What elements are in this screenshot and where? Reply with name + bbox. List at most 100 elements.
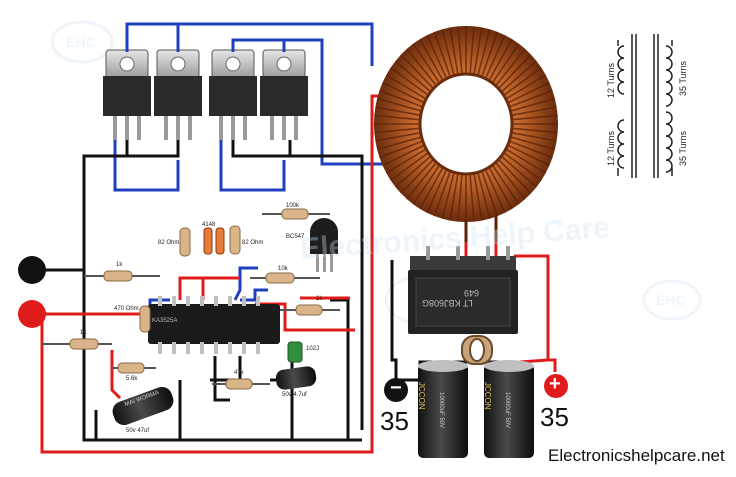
cap-main-rating-2: 10000uF 50V	[504, 392, 510, 429]
toroid-winding-line	[375, 131, 421, 142]
cap-102j-label: 102J	[306, 346, 320, 352]
toroid-winding-line	[433, 31, 452, 78]
cap-main-brand-2: JCCON	[483, 382, 492, 410]
toroid-winding-line	[457, 173, 463, 222]
toroid-winding-line	[419, 166, 444, 210]
diode-4148-label: 4148	[202, 222, 216, 228]
cap-main-rating-1: 10000uF 50V	[438, 392, 444, 429]
toroid-winding-line	[457, 26, 463, 75]
toroid-winding-line	[426, 168, 448, 214]
toroid-winding-line	[374, 114, 421, 121]
primary-top-turns-label: 12 Turns	[606, 62, 616, 98]
toroid-winding-line	[494, 161, 526, 200]
resistor-100k-label: 100k	[286, 203, 300, 209]
toroid-winding-line	[469, 173, 475, 222]
toroid-winding-line	[382, 144, 425, 167]
toroid-winding-line	[433, 170, 452, 217]
watermark-logos	[50, 20, 702, 325]
coil-path	[665, 45, 673, 107]
coil-path	[617, 119, 625, 169]
toroid-winding-line	[374, 127, 421, 134]
ic-label: KA3525A	[152, 318, 178, 324]
toroid-winding-line	[510, 97, 556, 112]
mosfets	[103, 49, 308, 140]
toroid-winding-line	[400, 54, 435, 90]
bridge-code: 649	[464, 288, 480, 298]
toroid-winding-line	[469, 26, 475, 75]
toroid-winding-line	[394, 60, 432, 93]
toroid-winding-line	[477, 29, 491, 76]
small-capacitors	[112, 341, 317, 426]
negative-symbol: −	[390, 377, 402, 399]
toroid-winding-line	[406, 161, 438, 200]
bridge-label: LT KBJ608G	[422, 298, 473, 308]
output-terminals	[384, 374, 568, 402]
toroid-winding-line	[511, 114, 558, 121]
toroid-winding-line	[510, 136, 556, 151]
toroid-winding-line	[449, 27, 459, 75]
toroid-winding-line	[500, 60, 538, 93]
toroid-winding-line	[497, 158, 532, 194]
toroid-winding-line	[507, 144, 550, 167]
cap-4-7uf-label: 50v 4.7uf	[282, 392, 307, 398]
positive-symbol: +	[549, 373, 561, 395]
cap-main-brand-1: JCCON	[417, 382, 426, 410]
transistor-label: BC547	[286, 234, 305, 240]
toroid-winding-line	[400, 158, 435, 194]
negative-voltage-value: 35	[380, 406, 409, 436]
toroid-winding-line	[508, 140, 553, 159]
toroid-winding-line	[491, 164, 520, 205]
transistor	[310, 218, 338, 272]
toroid-winding-line	[406, 48, 438, 87]
toroid-winding-line	[376, 136, 422, 151]
input-terminals	[18, 256, 46, 328]
toroid-winding-line	[449, 173, 459, 221]
website-footer: Electronicshelpcare.net	[548, 446, 725, 465]
secondary-top-turns-label: 35 Turns	[678, 60, 688, 96]
toroid-winding-line	[480, 31, 499, 78]
resistor-1k-top-label: 1k	[116, 262, 123, 268]
resistor-470-label: 470 Ohm	[114, 306, 139, 312]
toroid-winding-line	[473, 27, 483, 75]
toroid-transformer	[374, 26, 558, 242]
toroid-winding-line	[379, 89, 424, 108]
toroid-winding-line	[488, 166, 513, 210]
toroid-winding-line	[484, 168, 506, 214]
toroid-winding-line	[412, 43, 441, 84]
toroid-winding-line	[390, 67, 429, 96]
ic-chip	[148, 296, 280, 354]
resistor-82-right-label: 82 Ohm	[242, 240, 264, 246]
toroid-winding-line	[376, 97, 422, 112]
mosfet-3	[209, 49, 257, 140]
toroid-winding-line	[480, 170, 499, 217]
resistor-1k-right-label: 1k	[316, 296, 323, 302]
mosfet-4	[260, 49, 308, 140]
transformer-schematic	[617, 34, 673, 178]
resistor-82-left-label: 82 Ohm	[158, 240, 180, 246]
resistor-1k-left-label: 1k	[80, 330, 87, 336]
toroid-winding-line	[488, 38, 513, 82]
main-capacitors	[418, 335, 534, 458]
toroid-winding-line	[494, 48, 526, 87]
toroid-winding-line	[441, 172, 455, 219]
toroid-winding-line	[390, 152, 429, 181]
toroid-winding-line	[507, 81, 550, 104]
toroid-winding-line	[385, 148, 427, 174]
resistor-10k-label: 10k	[278, 266, 288, 272]
toroid-winding-line	[473, 173, 483, 221]
coil-path	[617, 45, 625, 95]
toroid-winding-line	[497, 54, 532, 90]
mosfet-2	[154, 49, 202, 140]
toroid-winding-line	[385, 74, 427, 100]
toroid-winding-line	[505, 74, 547, 100]
toroid-winding-line	[394, 155, 432, 188]
bridge-rectifier	[408, 246, 518, 334]
toroid-winding-line	[477, 172, 491, 219]
toroid-winding-line	[491, 43, 520, 84]
mosfet-1	[103, 49, 151, 140]
toroid-winding-line	[508, 89, 553, 108]
cap-47uf-label: 50v 47uf	[126, 428, 150, 434]
primary-bottom-turns-label: 12 Turns	[606, 130, 616, 166]
toroid-winding-line	[503, 152, 542, 181]
